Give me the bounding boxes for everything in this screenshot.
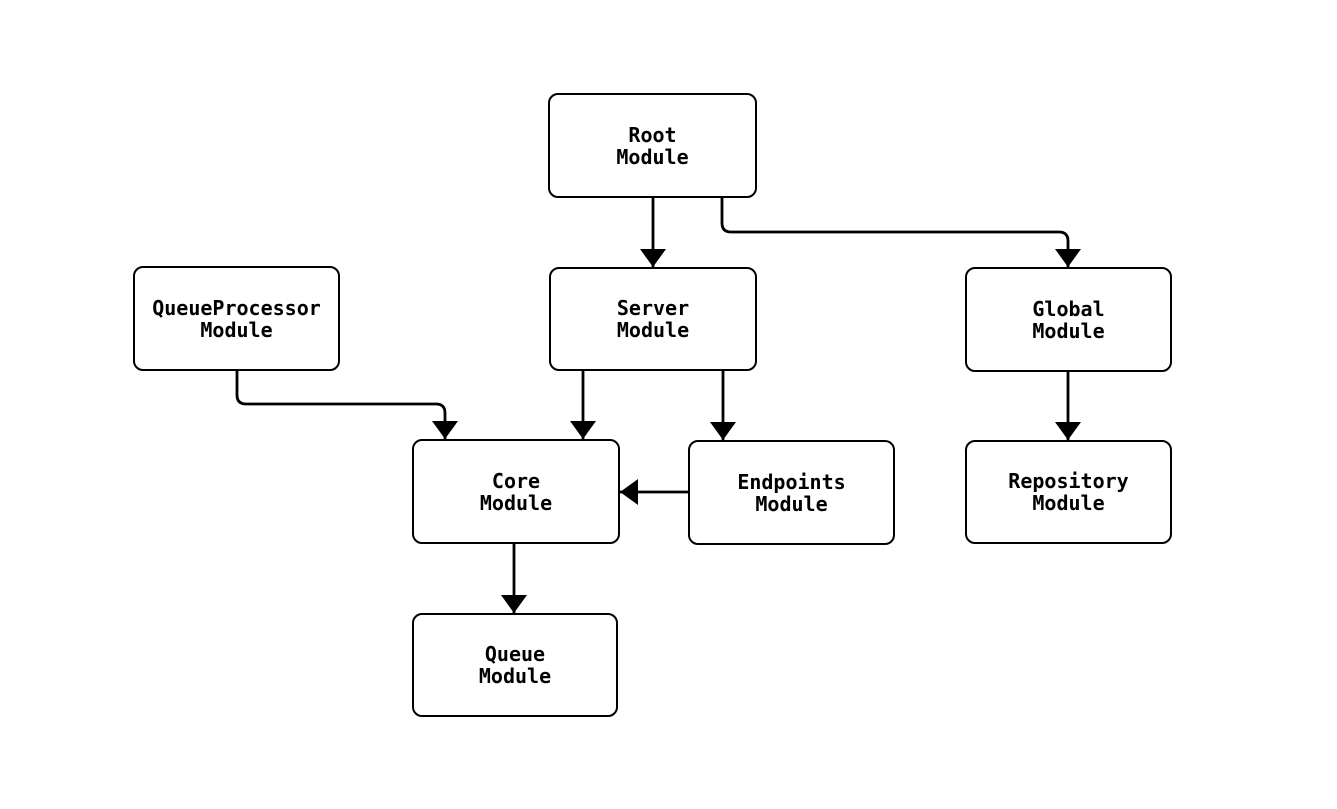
edges-group [235,198,1081,613]
node-queueprocessor-module: QueueProcessor Module [133,266,340,371]
node-label-line: Global [1032,296,1105,321]
node-endpoints-module: Endpoints Module [688,440,895,545]
node-label: Global Module [1032,298,1104,342]
node-label-line: Module [479,490,553,515]
node-label-line: Core [491,468,541,493]
node-repository-module: Repository Module [965,440,1172,544]
node-label-line: Module [616,144,689,169]
node-label: Queue Module [479,643,551,687]
node-label-line: Queue [484,642,546,666]
node-queue-module: Queue Module [412,613,618,717]
node-label-line: Module [616,318,690,342]
edge-root-module-to-global-module [720,198,1081,267]
node-label-line: Module [755,491,828,516]
node-label: QueueProcessor Module [152,297,321,341]
node-label: Core Module [480,470,552,514]
node-root-module: Root Module [548,93,757,198]
node-label-line: Root [628,122,677,147]
node-label: Repository Module [1008,470,1128,514]
node-server-module: Server Module [549,267,757,371]
node-label: Server Module [617,297,689,341]
node-label-line: Endpoints [737,469,846,494]
node-core-module: Core Module [412,439,620,544]
node-label-line: Server [616,296,690,320]
edge-queueprocessor-module-to-core-module [235,371,458,439]
node-label-line: QueueProcessor [152,295,321,320]
node-global-module: Global Module [965,267,1172,372]
node-label-line: Module [200,317,273,342]
node-label-line: Module [1032,491,1105,515]
node-label: Root Module [616,124,688,168]
node-label: Endpoints Module [737,471,845,515]
node-label-line: Repository [1008,469,1129,493]
node-label-line: Module [1032,318,1105,343]
node-label-line: Module [478,664,552,688]
